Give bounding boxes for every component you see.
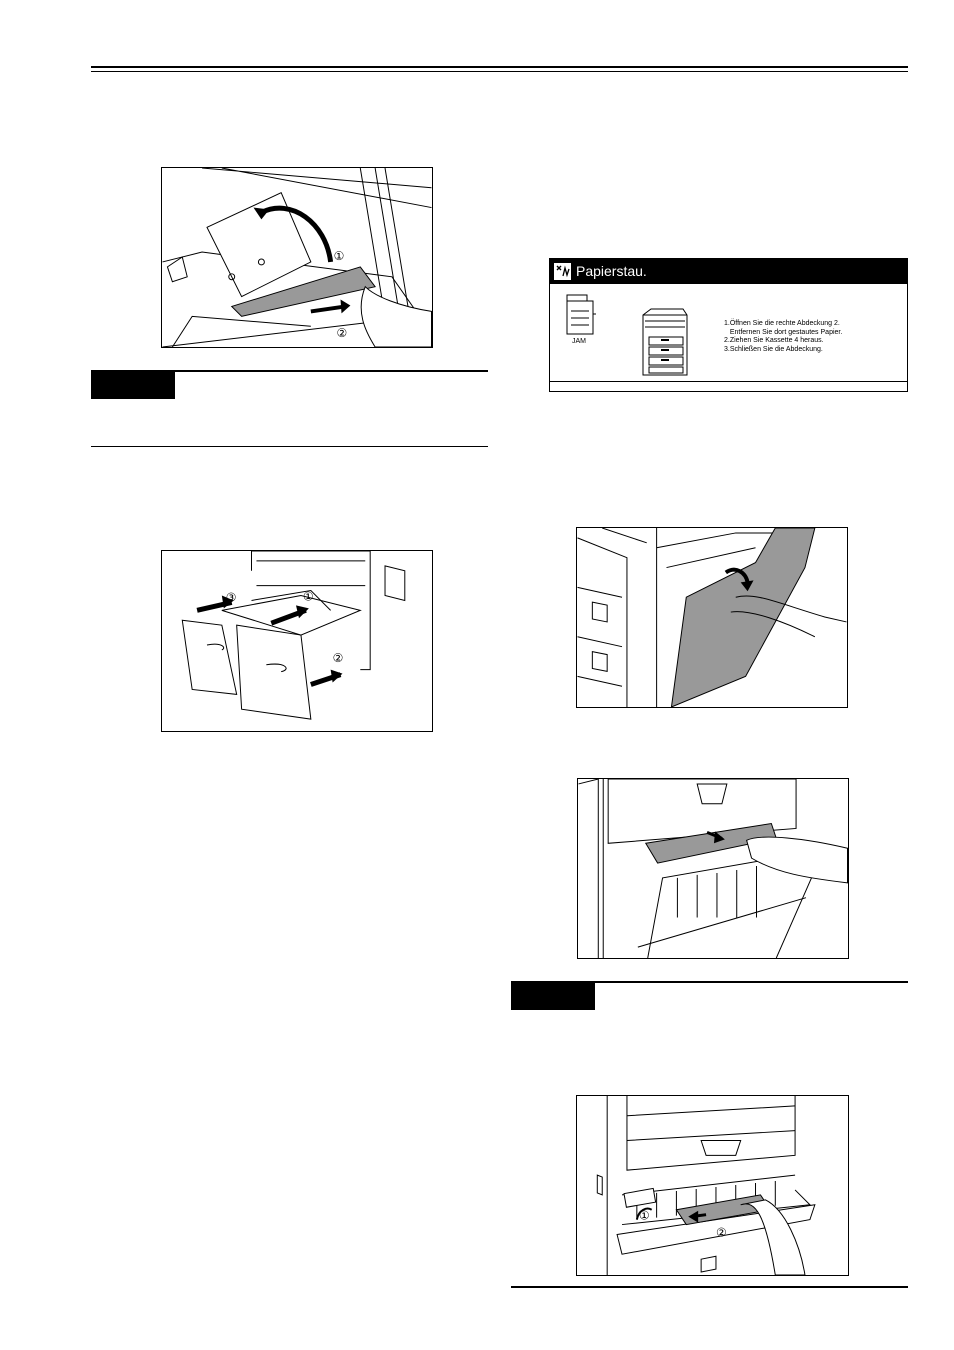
note-rule-top-2 xyxy=(511,981,908,983)
footer-rule xyxy=(511,1286,908,1288)
panel-instructions: 1.Öffnen Sie die rechte Abdeckung 2. Ent… xyxy=(724,320,904,354)
open-cover-illustration xyxy=(577,528,847,707)
note-label-1 xyxy=(91,372,175,399)
fig5-callout-2: ② xyxy=(716,1225,727,1239)
figure-remove-jammed-paper xyxy=(577,778,849,959)
instruction-line-1: 1.Öffnen Sie die rechte Abdeckung 2. xyxy=(724,320,840,327)
fig2-callout-1: ① xyxy=(303,589,314,603)
header-rule-top xyxy=(91,66,908,68)
header-rule-bottom xyxy=(91,71,908,72)
drawer-close-illustration: ③ ① ② xyxy=(181,551,406,720)
knob-paper-illustration: ① ② xyxy=(596,1096,816,1275)
jam-label: JAM xyxy=(572,338,586,345)
figure-drawer-paper-removal: ① ② xyxy=(161,167,433,348)
fig2-callout-2: ② xyxy=(333,651,344,665)
figure-drawer-close: ③ ① ② xyxy=(161,550,433,732)
note-rule-bottom-1 xyxy=(91,446,488,447)
remove-paper-illustration xyxy=(578,779,848,958)
panel-header: Papierstau. xyxy=(550,259,907,284)
instruction-line-2: Entfernen Sie dort gestautes Papier. xyxy=(724,328,843,336)
note-rule-top-1 xyxy=(91,370,488,372)
instruction-line-4: 3.Schließen Sie die Abdeckung. xyxy=(724,345,823,353)
drawer-paper-illustration: ① ② xyxy=(162,168,432,347)
note-label-2 xyxy=(511,983,595,1010)
panel-title: Papierstau. xyxy=(576,263,647,279)
fig1-callout-1: ① xyxy=(334,249,345,263)
instruction-line-3: 2.Ziehen Sie Kassette 4 heraus. xyxy=(724,337,824,344)
panel-bottom-rule xyxy=(550,381,907,382)
fig2-callout-3: ③ xyxy=(226,590,237,604)
figure-open-right-cover xyxy=(576,527,848,708)
jam-message-panel: Papierstau. JAM 1 xyxy=(549,258,908,392)
figure-knob-paper-removal: ① ② xyxy=(576,1095,849,1276)
fig5-callout-1: ① xyxy=(639,1209,650,1223)
fig1-callout-2: ② xyxy=(337,326,348,340)
machine-small-icon xyxy=(562,292,598,338)
machine-large-icon xyxy=(639,307,689,377)
jam-warning-icon xyxy=(553,262,572,281)
